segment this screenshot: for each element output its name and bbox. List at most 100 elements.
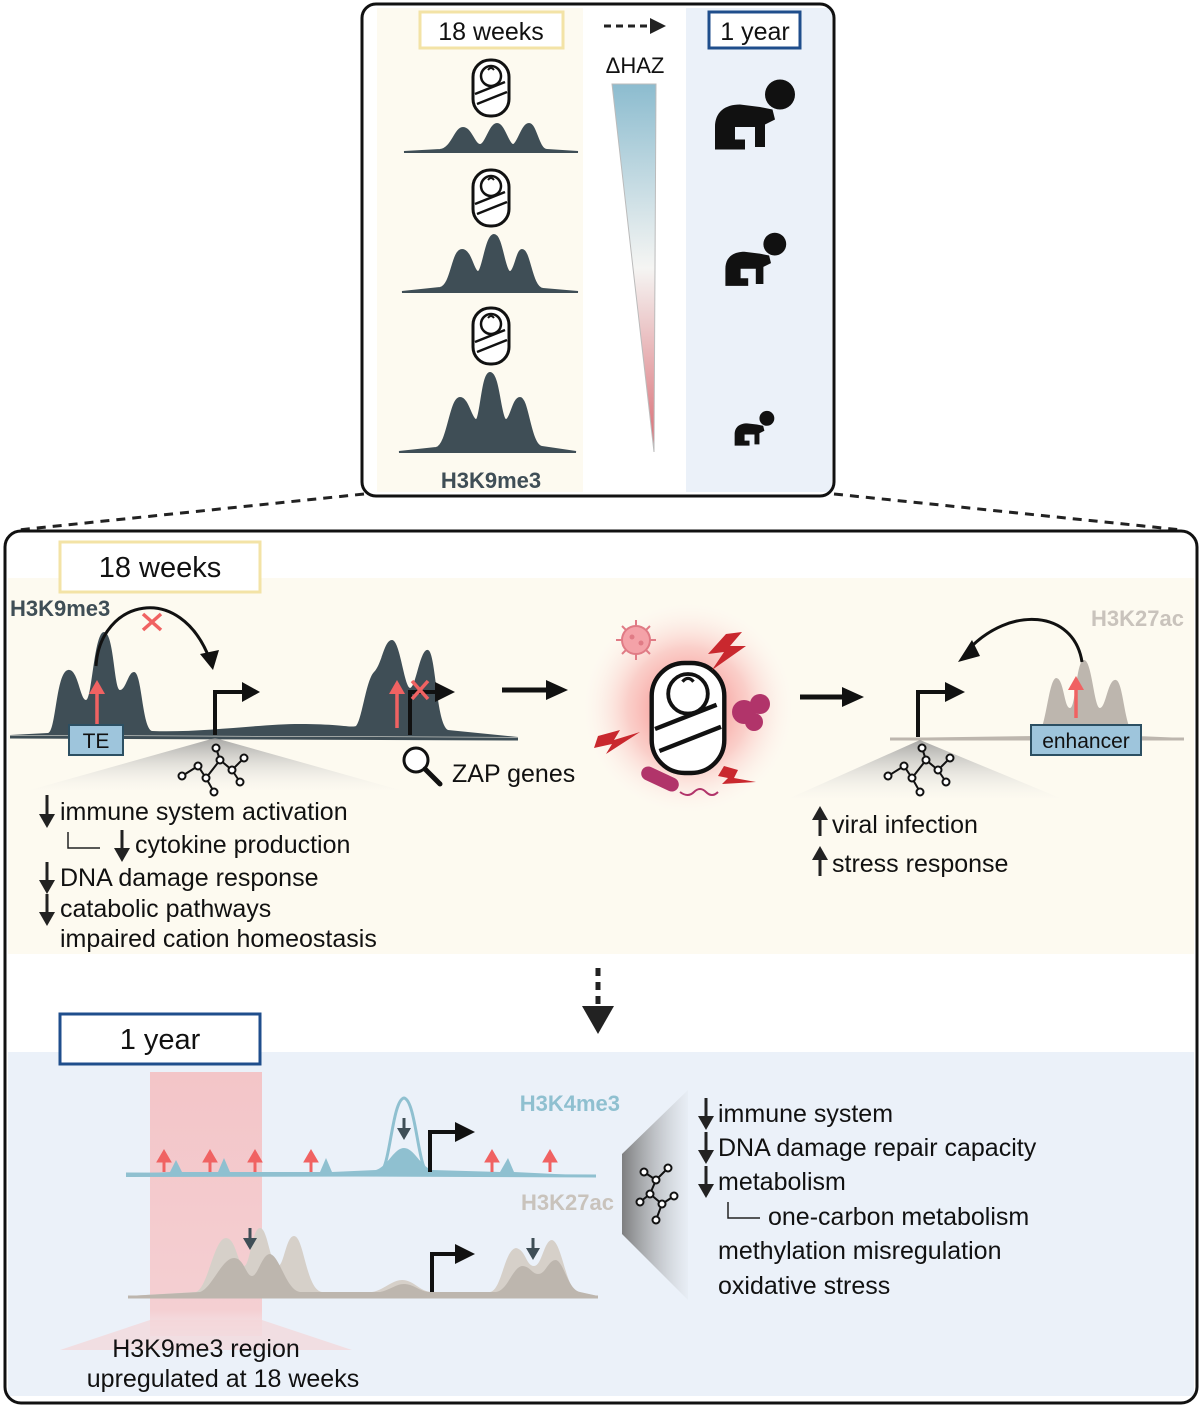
rod-bacterium-icon: [641, 766, 719, 796]
zoom-line-right: [833, 492, 1183, 532]
down-arrow-icon-6: [698, 1132, 714, 1164]
effect-viral-infection: viral infection: [832, 811, 978, 839]
effect-oxidative-stress: oxidative stress: [718, 1272, 890, 1300]
zap-genes-label: ZAP genes: [452, 760, 575, 788]
tag-1-year-text: 1 year: [120, 1024, 201, 1056]
haz-label: ΔHAZ: [606, 53, 665, 78]
zap-up-arrow-icon: [389, 680, 405, 728]
top-tag-1-year: [707, 10, 802, 50]
infected-baby-illustration: [578, 598, 798, 818]
zap-blocked-x-mark: [410, 679, 430, 701]
detail-panel-border: [3, 529, 1199, 1405]
detail-panel: 18 weeks H3K9me3 TE: [3, 529, 1199, 1405]
h3k9me3-peak-large: [398, 371, 577, 453]
te-label: TE: [83, 730, 110, 753]
region-caption-line2: upregulated at 18 weeks: [87, 1365, 359, 1393]
enhancer-box: [1030, 724, 1142, 756]
gene-network-icon-left: [177, 743, 249, 797]
sub-item-connector-2: [727, 1202, 760, 1219]
magnifier-icon: [402, 746, 443, 787]
te-box: [68, 724, 124, 756]
h3k27ac-down-arrow-icon-2: [526, 1238, 540, 1260]
top-tag-1-year-text: 1 year: [720, 18, 789, 46]
tss-arrow-icon-5: [430, 1244, 475, 1292]
crawling-child-icon-large: [715, 79, 795, 150]
down-arrow-icon-7: [698, 1166, 714, 1198]
h3k27ac-label-1y: H3K27ac: [521, 1190, 614, 1215]
repression-curve-arrow-head: [200, 650, 219, 670]
lightning-icon-3: [718, 766, 756, 784]
effect-catabolic-pathways: catabolic pathways: [60, 895, 271, 923]
gene-network-icon-right: [883, 743, 955, 797]
h3k4me3-up-arrows: [156, 1149, 558, 1172]
h3k9me3-peak-small: [403, 122, 579, 153]
repression-curve-arrow: [94, 606, 212, 667]
h3k9me3-left-peaks: [10, 632, 518, 737]
sub-item-connector-1: [67, 832, 100, 849]
h3k4me3-label: H3K4me3: [520, 1091, 620, 1116]
top-tag-18-weeks-text: 18 weeks: [438, 18, 544, 46]
tag-1-year: [58, 1012, 262, 1066]
down-arrow-icon-1: [39, 795, 55, 828]
bacteria-cluster-icon: [732, 694, 770, 731]
crawling-child-icon-small: [734, 410, 775, 446]
h3k9me3-label: H3K9me3: [10, 596, 110, 621]
flow-arrow-icon-2: [800, 687, 864, 707]
effect-stress-response: stress response: [832, 850, 1008, 878]
tss-arrow-icon-1: [213, 682, 260, 735]
h3k4me3-outline-peak: [379, 1096, 429, 1174]
te-up-arrow-icon: [89, 680, 105, 728]
swaddled-baby-icon-3: [471, 306, 511, 366]
gene-network-icon-bottom: [635, 1163, 679, 1225]
side-network-cone: [622, 1090, 688, 1300]
top-right-bg: [686, 8, 832, 492]
effect-metabolism: metabolism: [718, 1168, 846, 1196]
effect-cation-homeostasis: impaired cation homeostasis: [60, 925, 377, 953]
blocked-x-mark: [141, 612, 163, 632]
left-network-cone: [30, 738, 400, 790]
crawling-child-icon-medium: [725, 232, 787, 286]
h3k9me3-peak-medium: [401, 233, 579, 293]
up-arrow-icon-2: [812, 846, 828, 876]
region-caption-line1: H3K9me3 region: [112, 1335, 300, 1363]
effect-methylation: methylation misregulation: [718, 1237, 1001, 1265]
top-dashed-arrow-head: [650, 18, 666, 34]
h3k4me3-baseline: [125, 1172, 597, 1178]
effect-immune-activation: immune system activation: [60, 798, 348, 826]
down-arrow-icon-2: [114, 830, 130, 862]
sick-baby-icon: [649, 660, 727, 776]
lightning-icon-1: [708, 632, 746, 670]
tss-arrow-icon-2: [408, 682, 455, 735]
down-arrow-icon-5: [698, 1098, 714, 1130]
activation-curve-arrow: [966, 617, 1084, 663]
swaddled-baby-icon-1: [471, 58, 511, 118]
transition-dashed-arrow-head: [582, 1006, 614, 1034]
h3k4me3-down-arrow-icon: [397, 1118, 411, 1140]
top-tag-18-weeks: [418, 10, 565, 50]
zoom-line-left: [17, 492, 365, 532]
effect-cytokine-production: cytokine production: [135, 831, 350, 859]
tag-18-weeks: [58, 540, 262, 594]
virus-icon: [616, 620, 656, 660]
top-panel: 18 weeks 1 year ΔHAZ H3K: [360, 2, 836, 498]
tag-18-weeks-text: 18 weeks: [99, 552, 222, 584]
down-arrow-icon-3: [39, 862, 55, 894]
h3k27ac-signal: [128, 1254, 598, 1296]
h3k27ac-enhancer-peaks: [890, 660, 1184, 738]
activation-curve-arrow-head: [958, 640, 980, 662]
right-network-cone: [790, 740, 1060, 798]
top-panel-border: [360, 2, 836, 498]
flow-arrow-icon-1: [502, 680, 568, 700]
enhancer-label: enhancer: [1042, 730, 1130, 753]
effect-immune-system: immune system: [718, 1100, 893, 1128]
tss-arrow-icon-4: [428, 1122, 475, 1172]
effect-one-carbon: one-carbon metabolism: [768, 1203, 1029, 1231]
up-arrow-icon-1: [812, 806, 828, 836]
h3k27ac-down-arrow-icon-1: [243, 1228, 257, 1250]
lightning-icon-2: [594, 730, 640, 754]
down-arrow-icon-4: [39, 894, 55, 926]
top-h3k9me3-label: H3K9me3: [441, 468, 541, 493]
swaddled-baby-icon-2: [471, 168, 511, 228]
haz-gradient-wedge: [611, 83, 657, 453]
